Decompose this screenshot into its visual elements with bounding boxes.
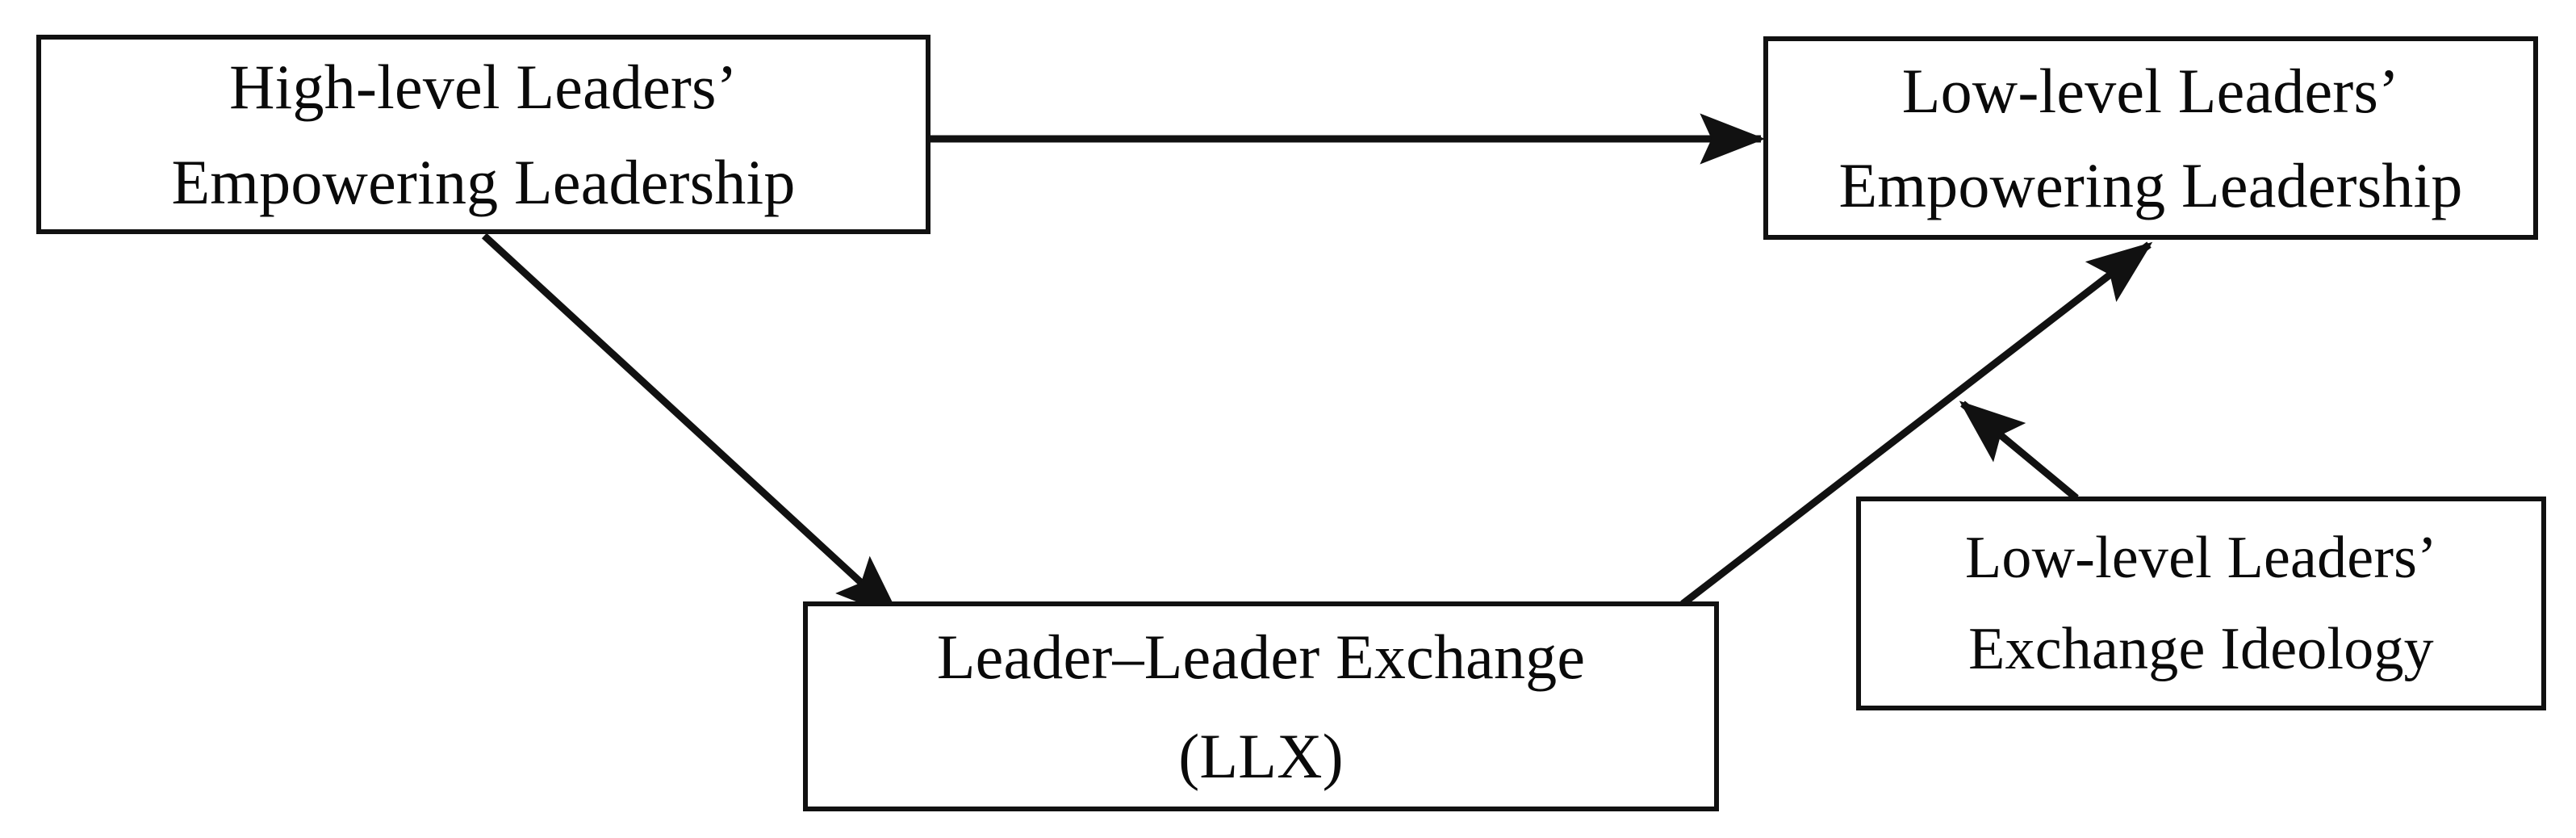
node-label-line-1: Leader–Leader Exchange (936, 621, 1586, 692)
node-label-line-1: Low-level Leaders’ (1964, 525, 2437, 592)
arrow-high-level-el-to-llx (481, 233, 901, 619)
node-label-line-2: (LLX) (1178, 721, 1344, 791)
node-label-line-1: Low-level Leaders’ (1901, 55, 2400, 126)
node-label-line-1: High-level Leaders’ (229, 52, 738, 123)
arrow-exchange-ideology-moderation (1959, 400, 2079, 501)
node-low-level-leaders-exchange-ideology[interactable]: Low-level Leaders’ Exchange Ideology (1856, 497, 2546, 710)
node-label-line-2: Empowering Leadership (171, 146, 796, 217)
node-label-line-2: Exchange Ideology (1968, 615, 2434, 682)
node-high-level-leaders-empowering-leadership[interactable]: High-level Leaders’ Empowering Leadershi… (36, 35, 930, 234)
node-label-line-2: Empowering Leadership (1838, 150, 2463, 220)
node-leader-leader-exchange[interactable]: Leader–Leader Exchange (LLX) (803, 601, 1719, 811)
node-low-level-leaders-empowering-leadership[interactable]: Low-level Leaders’ Empowering Leadership (1763, 36, 2538, 240)
